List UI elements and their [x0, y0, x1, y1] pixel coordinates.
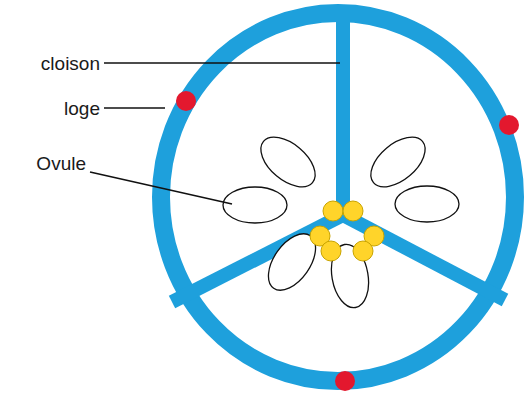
ovary-wall: [161, 13, 515, 381]
placenta-dot: [321, 241, 341, 261]
leader-line: [90, 172, 232, 204]
septum: [336, 14, 350, 215]
leader-line: [104, 107, 165, 109]
ovules: [223, 128, 459, 311]
red-dot: [499, 115, 519, 135]
leader-lines: [90, 63, 340, 204]
part-label: cloison: [41, 54, 100, 73]
red-dot: [176, 91, 196, 111]
leader-line: [104, 62, 340, 64]
red-dots: [176, 91, 519, 391]
red-dot: [335, 371, 355, 391]
ovule-shape: [223, 187, 287, 223]
placentas: [310, 201, 384, 261]
part-label: loge: [64, 99, 100, 118]
ovule-shape: [252, 128, 324, 197]
placenta-dot: [323, 201, 343, 221]
septum: [172, 215, 343, 302]
part-label: Ovule: [36, 154, 86, 173]
placenta-dot: [353, 241, 373, 261]
ovule-shape: [395, 186, 459, 222]
placenta-dot: [343, 201, 363, 221]
